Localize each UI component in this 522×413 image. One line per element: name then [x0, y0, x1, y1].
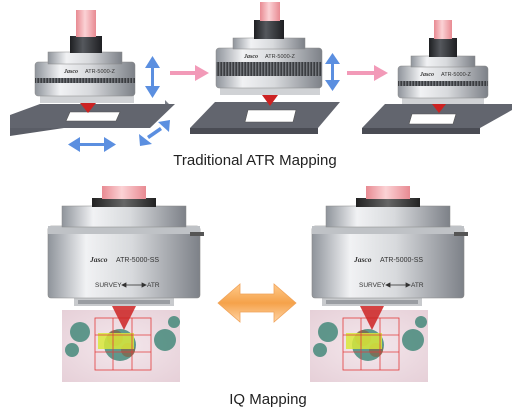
unit-brand: Jasco — [353, 255, 372, 264]
unit-brand: Jasco — [89, 255, 108, 264]
sample-image — [310, 310, 428, 382]
atr-tip — [432, 104, 446, 113]
step-arrow-icon — [347, 65, 388, 81]
unit-model: ATR-5000-Z — [85, 69, 115, 75]
x-axis-arrow-icon — [68, 137, 116, 152]
traditional-atr-caption: Traditional ATR Mapping — [173, 152, 336, 169]
unit-model: ATR-5000-Z — [441, 72, 471, 78]
switch-label-survey: SURVEY — [95, 282, 122, 289]
unit-brand: Jasco — [63, 69, 78, 75]
sample-slide — [65, 111, 121, 122]
atr-unit-top-2: Jasco ATR-5000-Z — [190, 2, 340, 134]
z-axis-arrow-icon — [325, 53, 340, 91]
sample-slide — [408, 113, 457, 125]
switch-mode-double-arrow-icon — [217, 283, 297, 323]
step-arrow-icon — [170, 65, 209, 81]
atr-unit-top-1: Jasco ATR-5000-Z — [10, 10, 175, 136]
switch-label-atr: ATR — [411, 282, 424, 289]
iq-unit-left: Jasco ATR-5000-SS SURVEY ATR — [47, 186, 204, 382]
sample-slide — [244, 109, 297, 123]
unit-model: ATR-5000-SS — [116, 257, 159, 264]
switch-label-survey: SURVEY — [359, 282, 386, 289]
unit-brand: Jasco — [419, 72, 434, 78]
atr-tip — [262, 95, 278, 106]
switch-label-atr: ATR — [147, 282, 160, 289]
atr-unit-top-3: Jasco ATR-5000-Z — [362, 20, 512, 134]
double-arrow-small-icon — [121, 282, 147, 288]
unit-model: ATR-5000-Z — [265, 54, 295, 60]
unit-model: ATR-5000-SS — [380, 257, 423, 264]
iq-mapping-caption: IQ Mapping — [229, 391, 307, 408]
y-axis-arrow-icon — [139, 120, 170, 146]
unit-brand: Jasco — [243, 54, 258, 60]
z-axis-arrow-icon — [145, 56, 160, 98]
sample-image — [62, 310, 180, 382]
atr-tip — [80, 103, 96, 113]
double-arrow-small-icon — [385, 282, 411, 288]
iq-unit-right: Jasco ATR-5000-SS SURVEY ATR — [310, 186, 468, 382]
